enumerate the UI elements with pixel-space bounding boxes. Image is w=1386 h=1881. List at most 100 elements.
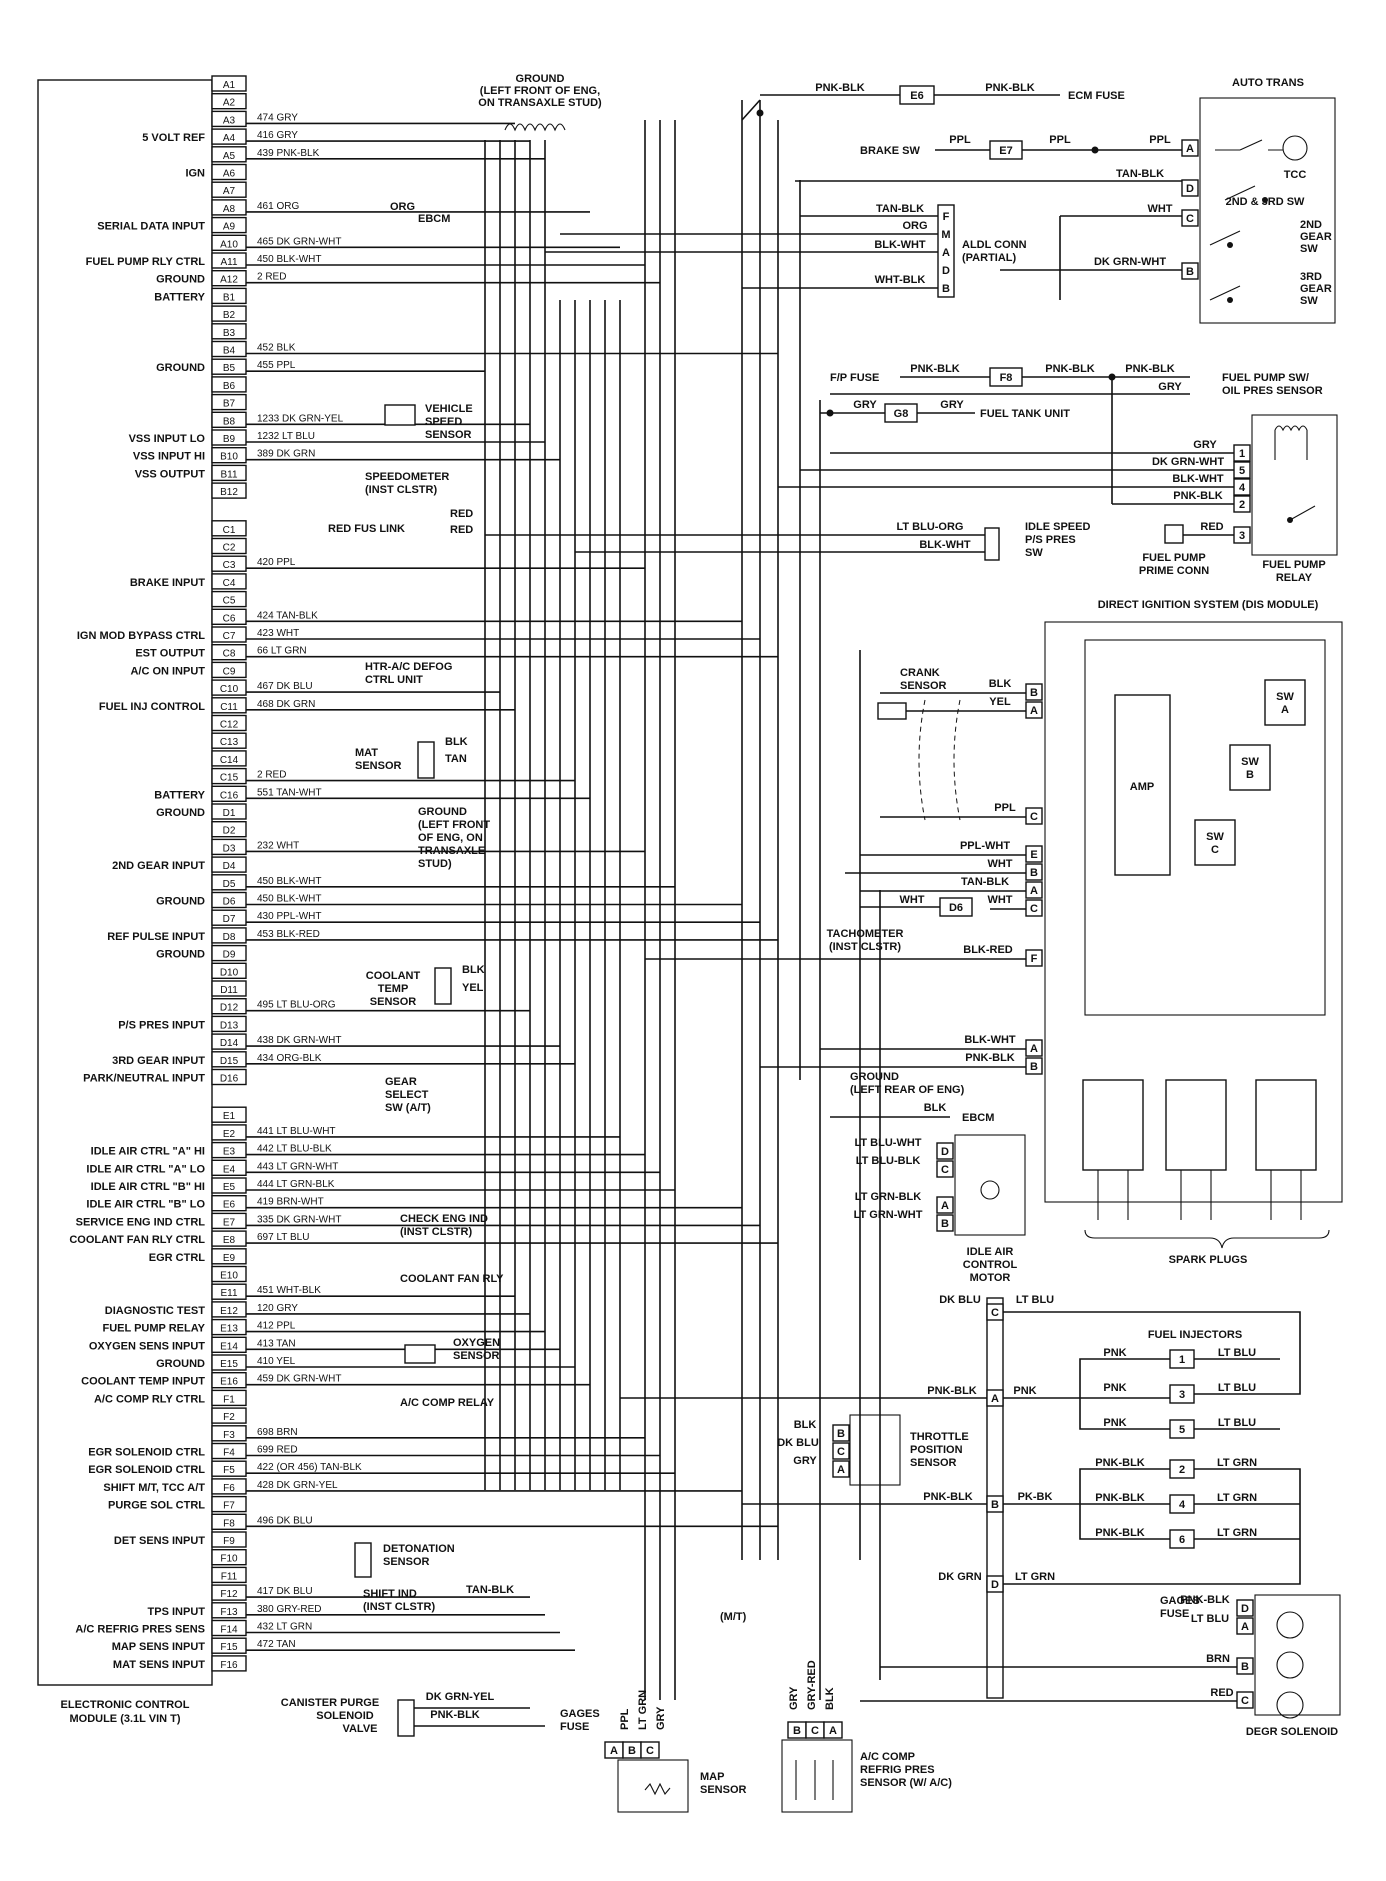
svg-text:PNK-BLK: PNK-BLK (1045, 363, 1095, 375)
ecm-pin-box (211, 199, 247, 216)
svg-text:LT GRN-WHT: LT GRN-WHT (854, 1209, 923, 1221)
svg-text:ALDL CONN: ALDL CONN (962, 239, 1027, 251)
svg-text:C: C (1241, 1695, 1249, 1707)
ecm-pin-label: C10 (220, 684, 239, 695)
svg-text:A: A (829, 1725, 837, 1737)
ecm-pin-label: F1 (223, 1394, 235, 1405)
svg-text:D: D (1241, 1603, 1249, 1615)
ecm-pin-label: D1 (223, 808, 236, 819)
svg-text:PPL: PPL (1149, 134, 1171, 146)
ecm-pin-label: A9 (223, 222, 236, 233)
ecm-pin-label: B5 (223, 363, 236, 374)
svg-text:A: A (1186, 143, 1194, 155)
ecm-pin-box (211, 128, 247, 145)
svg-text:B: B (991, 1499, 999, 1511)
ecm-pin-label: B2 (223, 310, 236, 321)
svg-text:B: B (1030, 1061, 1038, 1073)
ecm-pin-label: B8 (223, 416, 236, 427)
svg-text:TRANSAXLE: TRANSAXLE (418, 845, 485, 857)
svg-text:OIL PRES SENSOR: OIL PRES SENSOR (1222, 385, 1323, 397)
ecm-pin-box (211, 252, 247, 269)
ecm-pin-box (211, 1548, 247, 1566)
ecm-pin-label: C9 (223, 666, 236, 677)
ecm-wire-label: 465 DK GRN-WHT (257, 236, 341, 247)
svg-text:PNK: PNK (1013, 1385, 1036, 1397)
ecm-pin-box (211, 1619, 247, 1637)
ecm-pin-label: B6 (223, 381, 236, 392)
ecm-pin-label: C8 (223, 649, 236, 660)
svg-text:BRN: BRN (1206, 1653, 1230, 1665)
svg-text:PNK-BLK: PNK-BLK (1180, 1594, 1230, 1606)
svg-text:SW: SW (1276, 691, 1294, 703)
ecm-pin-box (211, 1584, 247, 1601)
ecm-pin-label: C4 (223, 578, 236, 589)
ecm-title-1: ELECTRONIC CONTROL (61, 1699, 190, 1711)
svg-text:SENSOR: SENSOR (383, 1556, 430, 1568)
svg-text:TEMP: TEMP (378, 983, 409, 995)
svg-text:SENSOR: SENSOR (355, 760, 402, 772)
svg-text:DEGR SOLENOID: DEGR SOLENOID (1246, 1726, 1338, 1738)
svg-text:B: B (942, 283, 950, 295)
svg-text:PNK-BLK: PNK-BLK (965, 1052, 1015, 1064)
ecm-pin-box (211, 644, 247, 661)
ecm-wire-label: 472 TAN (257, 1639, 296, 1650)
ecm-pin-function: IDLE AIR CTRL "B" LO (86, 1199, 205, 1211)
ecm-wire-label: 450 BLK-WHT (257, 876, 321, 887)
svg-text:E7: E7 (999, 145, 1012, 157)
svg-text:C: C (1030, 903, 1038, 915)
left-components: ORG EBCM VEHICLE SPEED SENSOR SPEEDOMETE… (281, 201, 747, 1737)
ecm-pin-box (211, 287, 247, 305)
ecm-wire-label: 434 ORG-BLK (257, 1053, 322, 1064)
svg-text:PNK-BLK: PNK-BLK (1095, 1492, 1145, 1504)
ecm-pin-function: REF PULSE INPUT (107, 931, 205, 943)
ecm-wire-label: 120 GRY (257, 1303, 298, 1314)
svg-text:A: A (941, 1200, 949, 1212)
svg-text:BLK: BLK (794, 1419, 817, 1431)
svg-text:(LEFT FRONT: (LEFT FRONT (418, 819, 490, 831)
ecm-pin-function: GROUND (156, 807, 205, 819)
svg-text:DK GRN-YEL: DK GRN-YEL (426, 1691, 495, 1703)
svg-text:G8: G8 (894, 408, 909, 420)
ecm-pin-label: F9 (223, 1536, 235, 1547)
svg-text:IDLE AIR: IDLE AIR (967, 1246, 1014, 1258)
svg-text:LT BLU: LT BLU (1218, 1347, 1256, 1359)
ecm-pin-box (211, 1442, 247, 1460)
svg-text:ORG: ORG (390, 201, 415, 213)
ecm-wire-label: 450 BLK-WHT (257, 254, 321, 265)
svg-text:GEAR: GEAR (1300, 231, 1332, 243)
svg-text:BLK: BLK (445, 736, 468, 748)
svg-text:2: 2 (1239, 499, 1245, 511)
ecm-pin-box (211, 803, 247, 820)
svg-text:GEAR: GEAR (385, 1076, 417, 1088)
ecm-pin-label: F10 (220, 1554, 238, 1565)
ecm-pin-box (211, 1177, 247, 1194)
ecm-pin-label: F13 (220, 1607, 238, 1618)
ecm-pin-box (211, 482, 247, 499)
ecm-pin-box (211, 411, 247, 428)
ecm-pin-box (211, 270, 247, 287)
svg-text:REFRIG PRES: REFRIG PRES (860, 1764, 935, 1776)
ecm-wire-label: 451 WHT-BLK (257, 1285, 321, 1296)
svg-text:B: B (837, 1428, 845, 1440)
ecm-pin-label: A5 (223, 151, 236, 162)
ecm-pin-label: B7 (223, 399, 236, 410)
ecm-body (37, 79, 213, 1686)
ecm-pin-box (211, 697, 247, 714)
svg-text:A: A (1030, 1043, 1038, 1055)
ecm-pin-box (211, 1068, 247, 1086)
map-sensor: A B C PPL LT GRN GRY MAP SENSOR (604, 1690, 747, 1813)
svg-text:PNK-BLK: PNK-BLK (923, 1491, 973, 1503)
svg-text:2ND: 2ND (1300, 219, 1322, 231)
svg-text:MAP: MAP (700, 1771, 724, 1783)
ecm-pin-box (211, 1495, 247, 1513)
svg-text:PNK-BLK: PNK-BLK (1173, 490, 1223, 502)
ecm-pin-box (211, 838, 247, 856)
svg-text:RELAY: RELAY (1276, 572, 1313, 584)
svg-text:GRY: GRY (655, 1706, 667, 1730)
ecm-pin-function: P/S PRES INPUT (118, 1019, 205, 1031)
ecm-pin-label: E10 (220, 1271, 238, 1282)
ecm-pin-box (211, 821, 247, 838)
svg-text:5: 5 (1179, 1424, 1185, 1436)
svg-text:SPARK PLUGS: SPARK PLUGS (1169, 1254, 1248, 1266)
ecm-pin-function: GROUND (156, 1358, 205, 1370)
